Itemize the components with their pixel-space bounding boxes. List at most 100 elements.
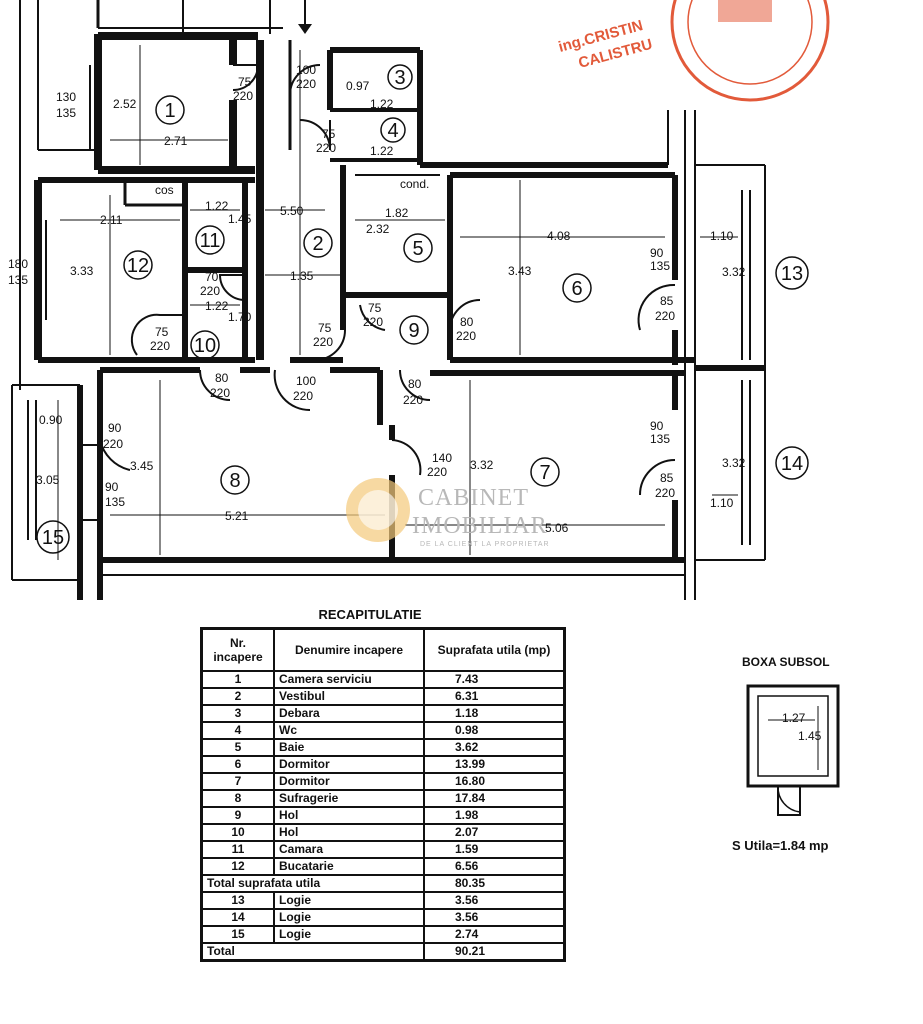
table-cell: Wc — [273, 721, 425, 740]
door-9a-w: 75 — [318, 321, 332, 335]
dim-win13-a: 90 — [650, 246, 664, 260]
room-number-14: 14 — [781, 453, 803, 475]
walls — [11, 0, 766, 600]
door-4-h: 220 — [316, 141, 336, 155]
door-2-h: 220 — [296, 77, 316, 91]
door-7a-w: 80 — [408, 377, 422, 391]
table-cell: 12 — [200, 857, 275, 876]
table-cell: 17.84 — [423, 789, 566, 808]
boxa-section: BOXA SUBSOL S Utila=1.84 mp — [732, 655, 888, 865]
header-name: Denumire incapere — [273, 627, 425, 672]
room-number-13: 13 — [781, 263, 803, 285]
dim-r12-h: 3.33 — [70, 264, 94, 278]
watermark-title1: CABINET — [418, 485, 529, 511]
watermark-subtitle: DE LA CLIENT LA PROPRIETAR — [420, 541, 550, 548]
table-cell: 1.98 — [423, 806, 566, 825]
room-number-6: 6 — [571, 278, 582, 300]
dim-r6-h: 3.43 — [508, 264, 532, 278]
dim-r10-h: 1.70 — [228, 310, 252, 324]
table-cell: 2.07 — [423, 823, 566, 842]
door-11-w: 70 — [205, 270, 219, 284]
table-cell: Sufragerie — [273, 789, 425, 808]
room-number-11: 11 — [200, 230, 221, 252]
table-cell: 13 — [200, 891, 275, 910]
door-9c-h: 220 — [456, 329, 476, 343]
door-7b-w: 140 — [432, 451, 452, 465]
door-9b-h: 220 — [363, 315, 383, 329]
cos-label: cos — [155, 183, 174, 197]
door-9a-h: 220 — [313, 335, 333, 349]
table-cell: 3.56 — [423, 908, 566, 927]
door-1-w: 75 — [238, 75, 252, 89]
room-number-2: 2 — [312, 233, 323, 255]
entry-arrow-icon — [298, 0, 312, 34]
dim-r8-w: 5.21 — [225, 509, 249, 523]
door-7b-h: 220 — [427, 465, 447, 479]
boxa-h: 1.45 — [798, 729, 822, 743]
table-cell: 14 — [200, 908, 275, 927]
dimension-labels: 2.52 2.71 0.97 1.22 1.22 5.50 1.35 1.82 … — [8, 79, 746, 535]
dim-r7-h: 3.32 — [470, 458, 494, 472]
room-number-7: 7 — [539, 462, 550, 484]
room-number-12: 12 — [127, 255, 149, 277]
door-8a-h: 220 — [293, 389, 313, 403]
dim-r3-w: 1.22 — [370, 97, 394, 111]
dim-win14-b: 135 — [650, 432, 670, 446]
boxa-dims: 1.27 1.45 — [782, 711, 822, 743]
dim-win1-b: 135 — [56, 106, 76, 120]
table-cell: 6 — [200, 755, 275, 774]
table-cell: 0.98 — [423, 721, 566, 740]
door-7a-h: 220 — [403, 393, 423, 407]
door-6-w: 85 — [660, 294, 674, 308]
table-cell: 13.99 — [423, 755, 566, 774]
door-2-w: 100 — [296, 63, 316, 77]
dim-r6-w: 4.08 — [547, 229, 571, 243]
dim-win8-b: 135 — [105, 495, 125, 509]
door-10-h: 220 — [150, 339, 170, 353]
table-cell: 10 — [200, 823, 275, 842]
door-10b-w: 80 — [215, 371, 229, 385]
dim-r2-w: 1.35 — [290, 269, 314, 283]
boxa-area: S Utila=1.84 mp — [732, 838, 829, 853]
dim-r15-h: 3.05 — [36, 473, 60, 487]
door-labels: 75 220 100 220 75 220 70 220 75 220 75 2… — [103, 63, 675, 500]
dim-r5-w: 1.82 — [385, 206, 409, 220]
door-1-h: 220 — [233, 89, 253, 103]
door-14-h: 220 — [655, 486, 675, 500]
door-6-h: 220 — [655, 309, 675, 323]
table-cell: 3 — [200, 704, 275, 723]
dim-r12-w: 2.11 — [100, 213, 123, 227]
table-cell: 1.18 — [423, 704, 566, 723]
table-cell: Logie — [273, 925, 425, 944]
room-number-8: 8 — [229, 470, 240, 492]
table-cell: 7.43 — [423, 670, 566, 689]
dim-r11-w: 1.22 — [205, 199, 229, 213]
table-cell: 5 — [200, 738, 275, 757]
table-cell: 6.31 — [423, 687, 566, 706]
table-cell: 3.56 — [423, 891, 566, 910]
table-cell: Hol — [273, 823, 425, 842]
table-cell: 1.59 — [423, 840, 566, 859]
dim-r13-w: 1.10 — [710, 229, 734, 243]
dim-r14-w: 1.10 — [710, 496, 734, 510]
doors — [99, 64, 676, 496]
table-cell: 4 — [200, 721, 275, 740]
dim-r5-h: 2.32 — [366, 222, 390, 236]
dim-r11-h: 1.45 — [228, 212, 252, 226]
watermark-title2: IMOBILIAR — [412, 513, 548, 539]
room-number-15: 15 — [42, 527, 64, 549]
door-10-w: 75 — [155, 325, 169, 339]
watermark: CABINET IMOBILIAR DE LA CLIENT LA PROPRI… — [346, 478, 550, 548]
dim-r10-w: 1.22 — [205, 299, 229, 313]
door-9b-w: 75 — [368, 301, 382, 315]
dim-r1-h: 2.52 — [113, 97, 137, 111]
total-label: Total — [200, 942, 425, 962]
dim-r2-h: 5.50 — [280, 204, 304, 218]
table-cell: 2.74 — [423, 925, 566, 944]
